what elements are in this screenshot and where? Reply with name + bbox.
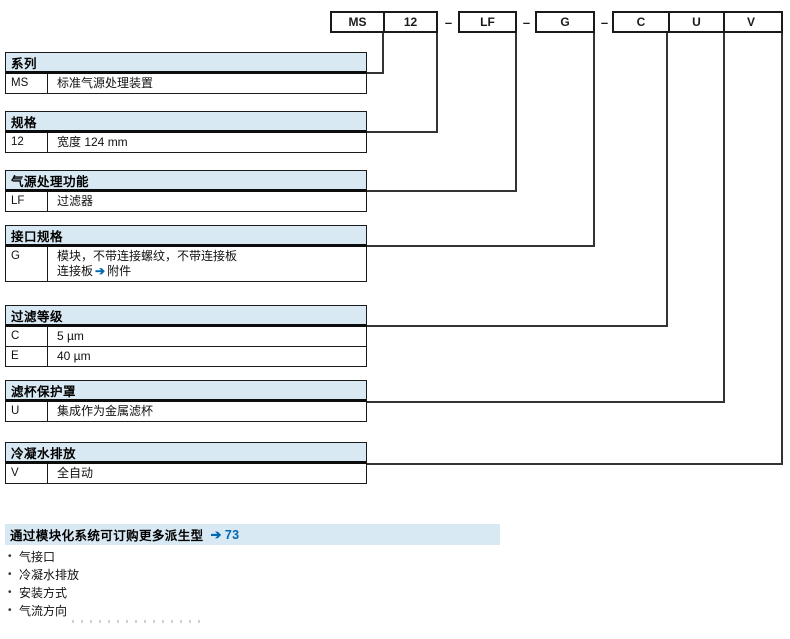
section-filter-grade: 过滤等级 C 5 µm E 40 µm bbox=[5, 305, 367, 367]
code-box-function: LF bbox=[480, 15, 495, 29]
section-condensate-drain: 冷凝水排放 V 全自动 bbox=[5, 442, 367, 484]
arrow-right-icon: ➔ bbox=[95, 264, 106, 278]
code-box-bowl-guard: U bbox=[668, 13, 723, 31]
row-code: LF bbox=[6, 192, 48, 211]
connector-line bbox=[366, 401, 725, 403]
row-code: E bbox=[6, 347, 48, 366]
arrow-right-icon: ➔ bbox=[210, 526, 222, 542]
row-description: 全自动 bbox=[57, 466, 94, 480]
connector-line bbox=[366, 463, 783, 465]
connector-line bbox=[366, 245, 595, 247]
connector-line bbox=[366, 131, 438, 133]
variant-options-list: 气接口 冷凝水排放 安装方式 气流方向 bbox=[5, 548, 79, 620]
section-title: 冷凝水排放 bbox=[5, 442, 367, 464]
code-box-port: G bbox=[560, 15, 570, 29]
row-description: 40 µm bbox=[57, 349, 91, 363]
note-text: 连接板 bbox=[57, 264, 94, 278]
note-ref-target: 附件 bbox=[107, 264, 132, 278]
section-title: 接口规格 bbox=[5, 225, 367, 247]
section-size: 规格 12 宽度 124 mm bbox=[5, 111, 367, 153]
connector-line bbox=[781, 33, 783, 465]
section-port-size: 接口规格 G 模块，不带连接螺纹，不带连接板 连接板➔附件 bbox=[5, 225, 367, 282]
description-line-1: 模块，不带连接螺纹，不带连接板 bbox=[57, 249, 238, 263]
connector-line bbox=[366, 72, 384, 74]
table-row: C 5 µm bbox=[6, 327, 366, 347]
table-row: LF 过滤器 bbox=[6, 192, 366, 211]
code-group-function: LF bbox=[458, 11, 517, 33]
table-row: 12 宽度 124 mm bbox=[6, 133, 366, 152]
table-row: V 全自动 bbox=[6, 464, 366, 483]
connector-line bbox=[593, 33, 595, 247]
connector-line bbox=[366, 190, 517, 192]
row-description: 过滤器 bbox=[57, 194, 94, 208]
connector-line bbox=[723, 33, 725, 403]
section-title: 滤杯保护罩 bbox=[5, 380, 367, 402]
section-title: 过滤等级 bbox=[5, 305, 367, 327]
row-description: 5 µm bbox=[57, 329, 84, 343]
list-item: 气接口 bbox=[5, 548, 79, 566]
section-bowl-guard: 滤杯保护罩 U 集成作为金属滤杯 bbox=[5, 380, 367, 422]
connector-line bbox=[382, 33, 384, 73]
list-item: 气流方向 bbox=[5, 602, 79, 620]
code-separator: – bbox=[600, 14, 609, 30]
table-row: E 40 µm bbox=[6, 347, 366, 366]
connector-line bbox=[666, 33, 668, 327]
table-row: U 集成作为金属滤杯 bbox=[6, 402, 366, 421]
section-function: 气源处理功能 LF 过滤器 bbox=[5, 170, 367, 212]
description-line-2: 连接板➔附件 bbox=[57, 264, 362, 279]
list-item: 冷凝水排放 bbox=[5, 566, 79, 584]
page-reference[interactable]: 73 bbox=[224, 527, 240, 542]
row-code: U bbox=[6, 402, 48, 421]
code-box-size: 12 bbox=[383, 13, 436, 31]
table-row: MS 标准气源处理装置 bbox=[6, 74, 366, 93]
row-code: MS bbox=[6, 74, 48, 93]
cutoff-text-fragment bbox=[72, 620, 202, 623]
row-description: 宽度 124 mm bbox=[57, 135, 128, 149]
row-description: 标准气源处理装置 bbox=[57, 76, 154, 90]
code-box-drain: V bbox=[723, 13, 777, 31]
section-title: 规格 bbox=[5, 111, 367, 133]
code-group-port: G bbox=[535, 11, 595, 33]
code-separator: – bbox=[444, 14, 453, 30]
connector-line bbox=[436, 33, 438, 133]
code-box-series: MS bbox=[348, 15, 367, 29]
modular-system-banner: 通过模块化系统可订购更多派生型 ➔ 73 bbox=[5, 524, 500, 545]
row-code: 12 bbox=[6, 133, 48, 152]
list-item: 安装方式 bbox=[5, 584, 79, 602]
code-group-options: C U V bbox=[612, 11, 783, 33]
section-title: 气源处理功能 bbox=[5, 170, 367, 192]
code-group-series-size: MS 12 bbox=[330, 11, 438, 33]
row-description: 集成作为金属滤杯 bbox=[57, 404, 154, 418]
connector-line bbox=[366, 325, 668, 327]
code-separator: – bbox=[522, 14, 531, 30]
row-code: V bbox=[6, 464, 48, 483]
row-description: 模块，不带连接螺纹，不带连接板 连接板➔附件 bbox=[48, 247, 366, 281]
connector-line bbox=[515, 33, 517, 192]
row-code: G bbox=[6, 247, 48, 281]
section-title: 系列 bbox=[5, 52, 367, 74]
code-box-filter-grade: C bbox=[636, 15, 646, 29]
section-series: 系列 MS 标准气源处理装置 bbox=[5, 52, 367, 94]
row-code: C bbox=[6, 327, 48, 346]
table-row: G 模块，不带连接螺纹，不带连接板 连接板➔附件 bbox=[6, 247, 366, 281]
banner-title: 通过模块化系统可订购更多派生型 bbox=[10, 529, 204, 543]
